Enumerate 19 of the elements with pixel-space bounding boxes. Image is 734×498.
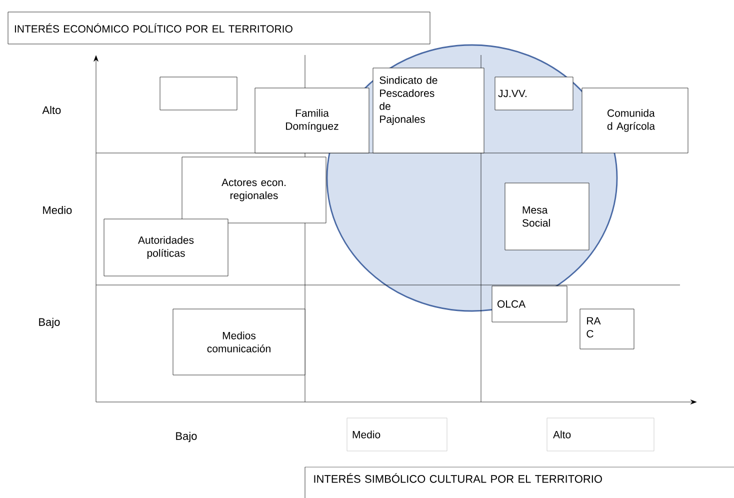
axis-level-label: Alto (42, 106, 61, 114)
actor-box: Sindicato de Pescadores de Pajonales (372, 68, 484, 154)
actor-box: Mesa Social (504, 182, 590, 250)
actor-box: RA C (580, 308, 634, 350)
axis-level-box: Alto (546, 418, 654, 452)
axis-level-label: Bajo (176, 432, 197, 442)
actor-box (160, 76, 238, 110)
axis-level-box: Medio (346, 418, 448, 452)
axis-level-label: Medio (43, 206, 72, 214)
actor-box: OLCA (492, 286, 568, 322)
title-box: INTERÉS SIMBÓLICO CULTURAL POR EL TERRITORIO (304, 466, 734, 498)
axis-level-label: Bajo (39, 318, 60, 328)
title-box: INTERÉS ECONÓMICO POLÍTICO POR EL TERRITORIO (8, 12, 430, 44)
actor-box: Medios comunicación (172, 308, 306, 376)
actor-box: Comunida d Agrícola (582, 88, 688, 154)
actor-box: Autoridades políticas (104, 218, 228, 276)
actor-box: JJ.VV. (494, 76, 574, 110)
actor-box: Actores econ. regionales (182, 156, 326, 224)
actor-box: Familia Domínguez (254, 88, 370, 154)
